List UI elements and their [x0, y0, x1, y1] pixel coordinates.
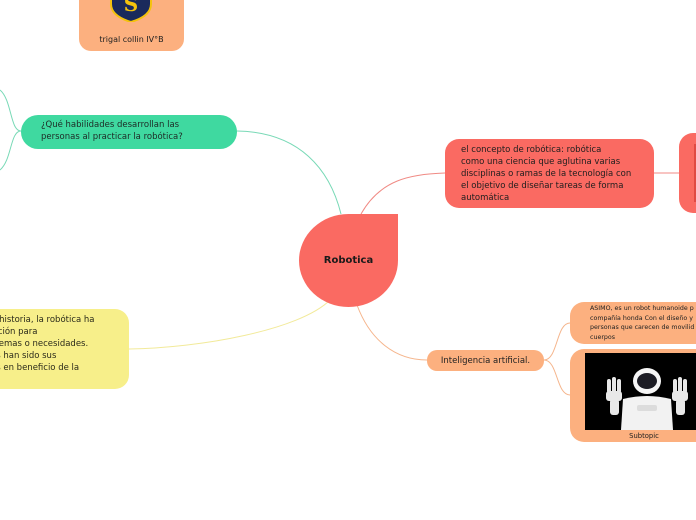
- logo-letter: S: [124, 0, 138, 16]
- offscreen-red-node[interactable]: [679, 133, 696, 213]
- red-node-divider: [694, 144, 696, 202]
- subtopic-image-node[interactable]: Subtopic: [570, 349, 696, 442]
- branch-concepto[interactable]: el concepto de robótica: robótica como u…: [445, 139, 654, 208]
- link-central-to-habilidades: [236, 130, 342, 215]
- central-topic[interactable]: Robotica: [299, 214, 398, 307]
- top-card-caption: trigal collin IV°B: [99, 35, 164, 44]
- link-ia-to-subtopic: [543, 359, 571, 396]
- school-shield-logo-icon: S: [110, 0, 152, 22]
- branch-inteligencia-artificial[interactable]: Inteligencia artificial.: [427, 350, 544, 371]
- branch-habilidades[interactable]: ¿Qué habilidades desarrollan las persona…: [21, 115, 237, 149]
- link-ia-to-asimo: [543, 322, 571, 361]
- link-central-to-historia: [128, 299, 331, 350]
- central-topic-label: Robotica: [323, 255, 374, 266]
- branch-historia[interactable]: u historia, la robótica ha sición para b…: [0, 309, 129, 389]
- subtopic-image-caption: Subtopic: [629, 432, 659, 440]
- link-habilidades-offscreen: [0, 89, 22, 132]
- link-habilidades-offscreen-2: [0, 130, 22, 171]
- link-central-to-ia: [356, 304, 428, 361]
- link-central-to-concepto: [360, 172, 446, 215]
- humanoid-robot-photo-icon: [585, 353, 696, 430]
- subtopic-asimo[interactable]: ASIMO, es un robot humanoide p compañía …: [570, 302, 696, 344]
- top-card[interactable]: S trigal collin IV°B: [79, 0, 184, 51]
- branch-inteligencia-label: Inteligencia artificial.: [440, 355, 531, 366]
